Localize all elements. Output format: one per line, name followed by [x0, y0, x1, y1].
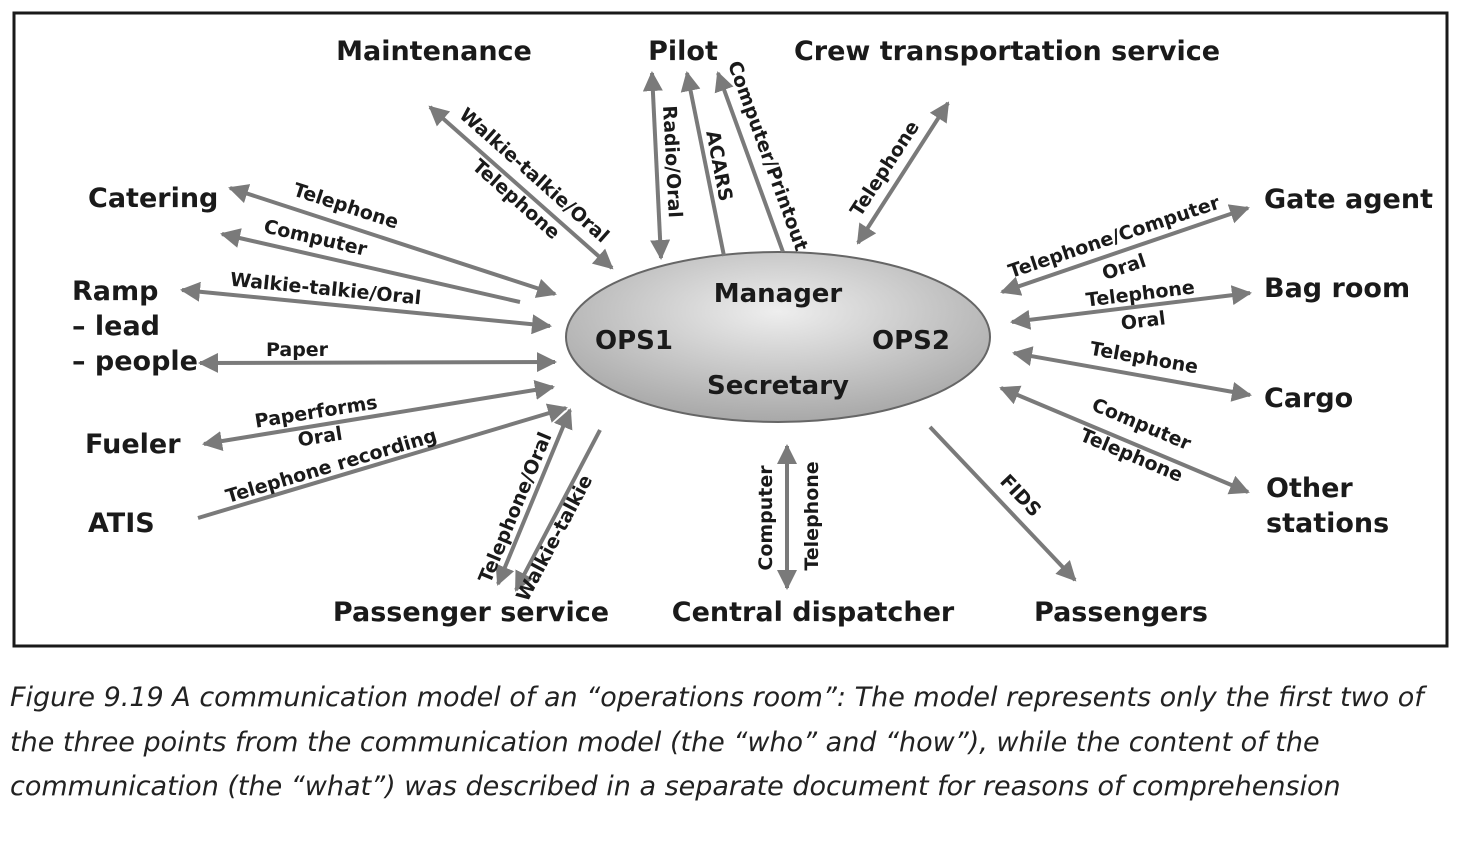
edge-label-bag-oral: Oral	[1120, 307, 1167, 334]
arrow-maintenance	[428, 105, 614, 270]
node-catering: Catering	[88, 183, 218, 214]
arrow-pilot-radio	[642, 71, 671, 260]
edge-label-pilot-printout: Computer/Printout	[723, 58, 812, 254]
node-atis: ATIS	[88, 508, 155, 539]
edge-label-crew-telephone: Telephone	[846, 117, 924, 221]
hub-label-manager: Manager	[714, 279, 843, 309]
arrow-passenger-service-telephone	[495, 408, 573, 586]
node-cargo: Cargo	[1264, 383, 1353, 414]
arrow-ramp-paper	[198, 352, 557, 373]
node-crew-transportation: Crew transportation service	[794, 36, 1220, 67]
edge-label-dispatcher-computer: Computer	[755, 465, 777, 571]
node-ramp: Ramp – lead – people	[72, 276, 198, 377]
arrow-other-stations	[999, 385, 1250, 495]
node-central-dispatcher: Central dispatcher	[672, 597, 955, 628]
node-ramp-line-3: – people	[72, 346, 198, 377]
node-other-stations-line-2: stations	[1266, 508, 1389, 539]
arrow-ramp-walkie	[180, 281, 552, 335]
edge-label-pilot-radio: Radio/Oral	[658, 105, 686, 218]
node-passengers: Passengers	[1034, 597, 1208, 628]
node-ramp-line-1: Ramp	[72, 276, 158, 307]
node-other-stations-line-1: Other	[1266, 473, 1353, 504]
edge-label-dispatcher-telephone: Telephone	[801, 461, 823, 570]
node-maintenance: Maintenance	[336, 36, 532, 67]
hub-label-ops2: OPS2	[872, 326, 950, 356]
edge-label-cargo-telephone: Telephone	[1088, 338, 1199, 379]
arrow-crew-transport	[856, 101, 950, 245]
node-pilot: Pilot	[648, 36, 718, 67]
arrow-pilot-printout	[714, 71, 785, 253]
node-gate-agent: Gate agent	[1264, 184, 1433, 215]
arrow-passenger-service-walkie	[514, 429, 602, 592]
arrow-fueler	[202, 380, 555, 451]
node-other-stations: Other stations	[1266, 473, 1389, 539]
node-bag-room: Bag room	[1264, 273, 1410, 304]
edge-label-ramp-paper: Paper	[266, 339, 329, 361]
arrow-gate-agent	[1000, 204, 1250, 296]
arrow-passengers	[928, 425, 1077, 582]
edge-label-passengers-fids: FIDS	[995, 470, 1045, 521]
node-passenger-service: Passenger service	[333, 597, 609, 628]
figure-caption: Figure 9.19 A communication model of an …	[10, 682, 1424, 802]
operations-room-hub	[565, 251, 991, 423]
diagram-frame	[12, 11, 1449, 648]
node-ramp-line-2: – lead	[72, 311, 160, 342]
hub-label-ops1: OPS1	[595, 326, 673, 356]
node-fueler: Fueler	[85, 429, 181, 460]
arrow-pilot-acars	[680, 71, 726, 257]
arrow-catering-telephone	[228, 184, 557, 298]
arrow-bag-room	[1010, 285, 1252, 330]
hub-label-secretary: Secretary	[707, 371, 849, 401]
